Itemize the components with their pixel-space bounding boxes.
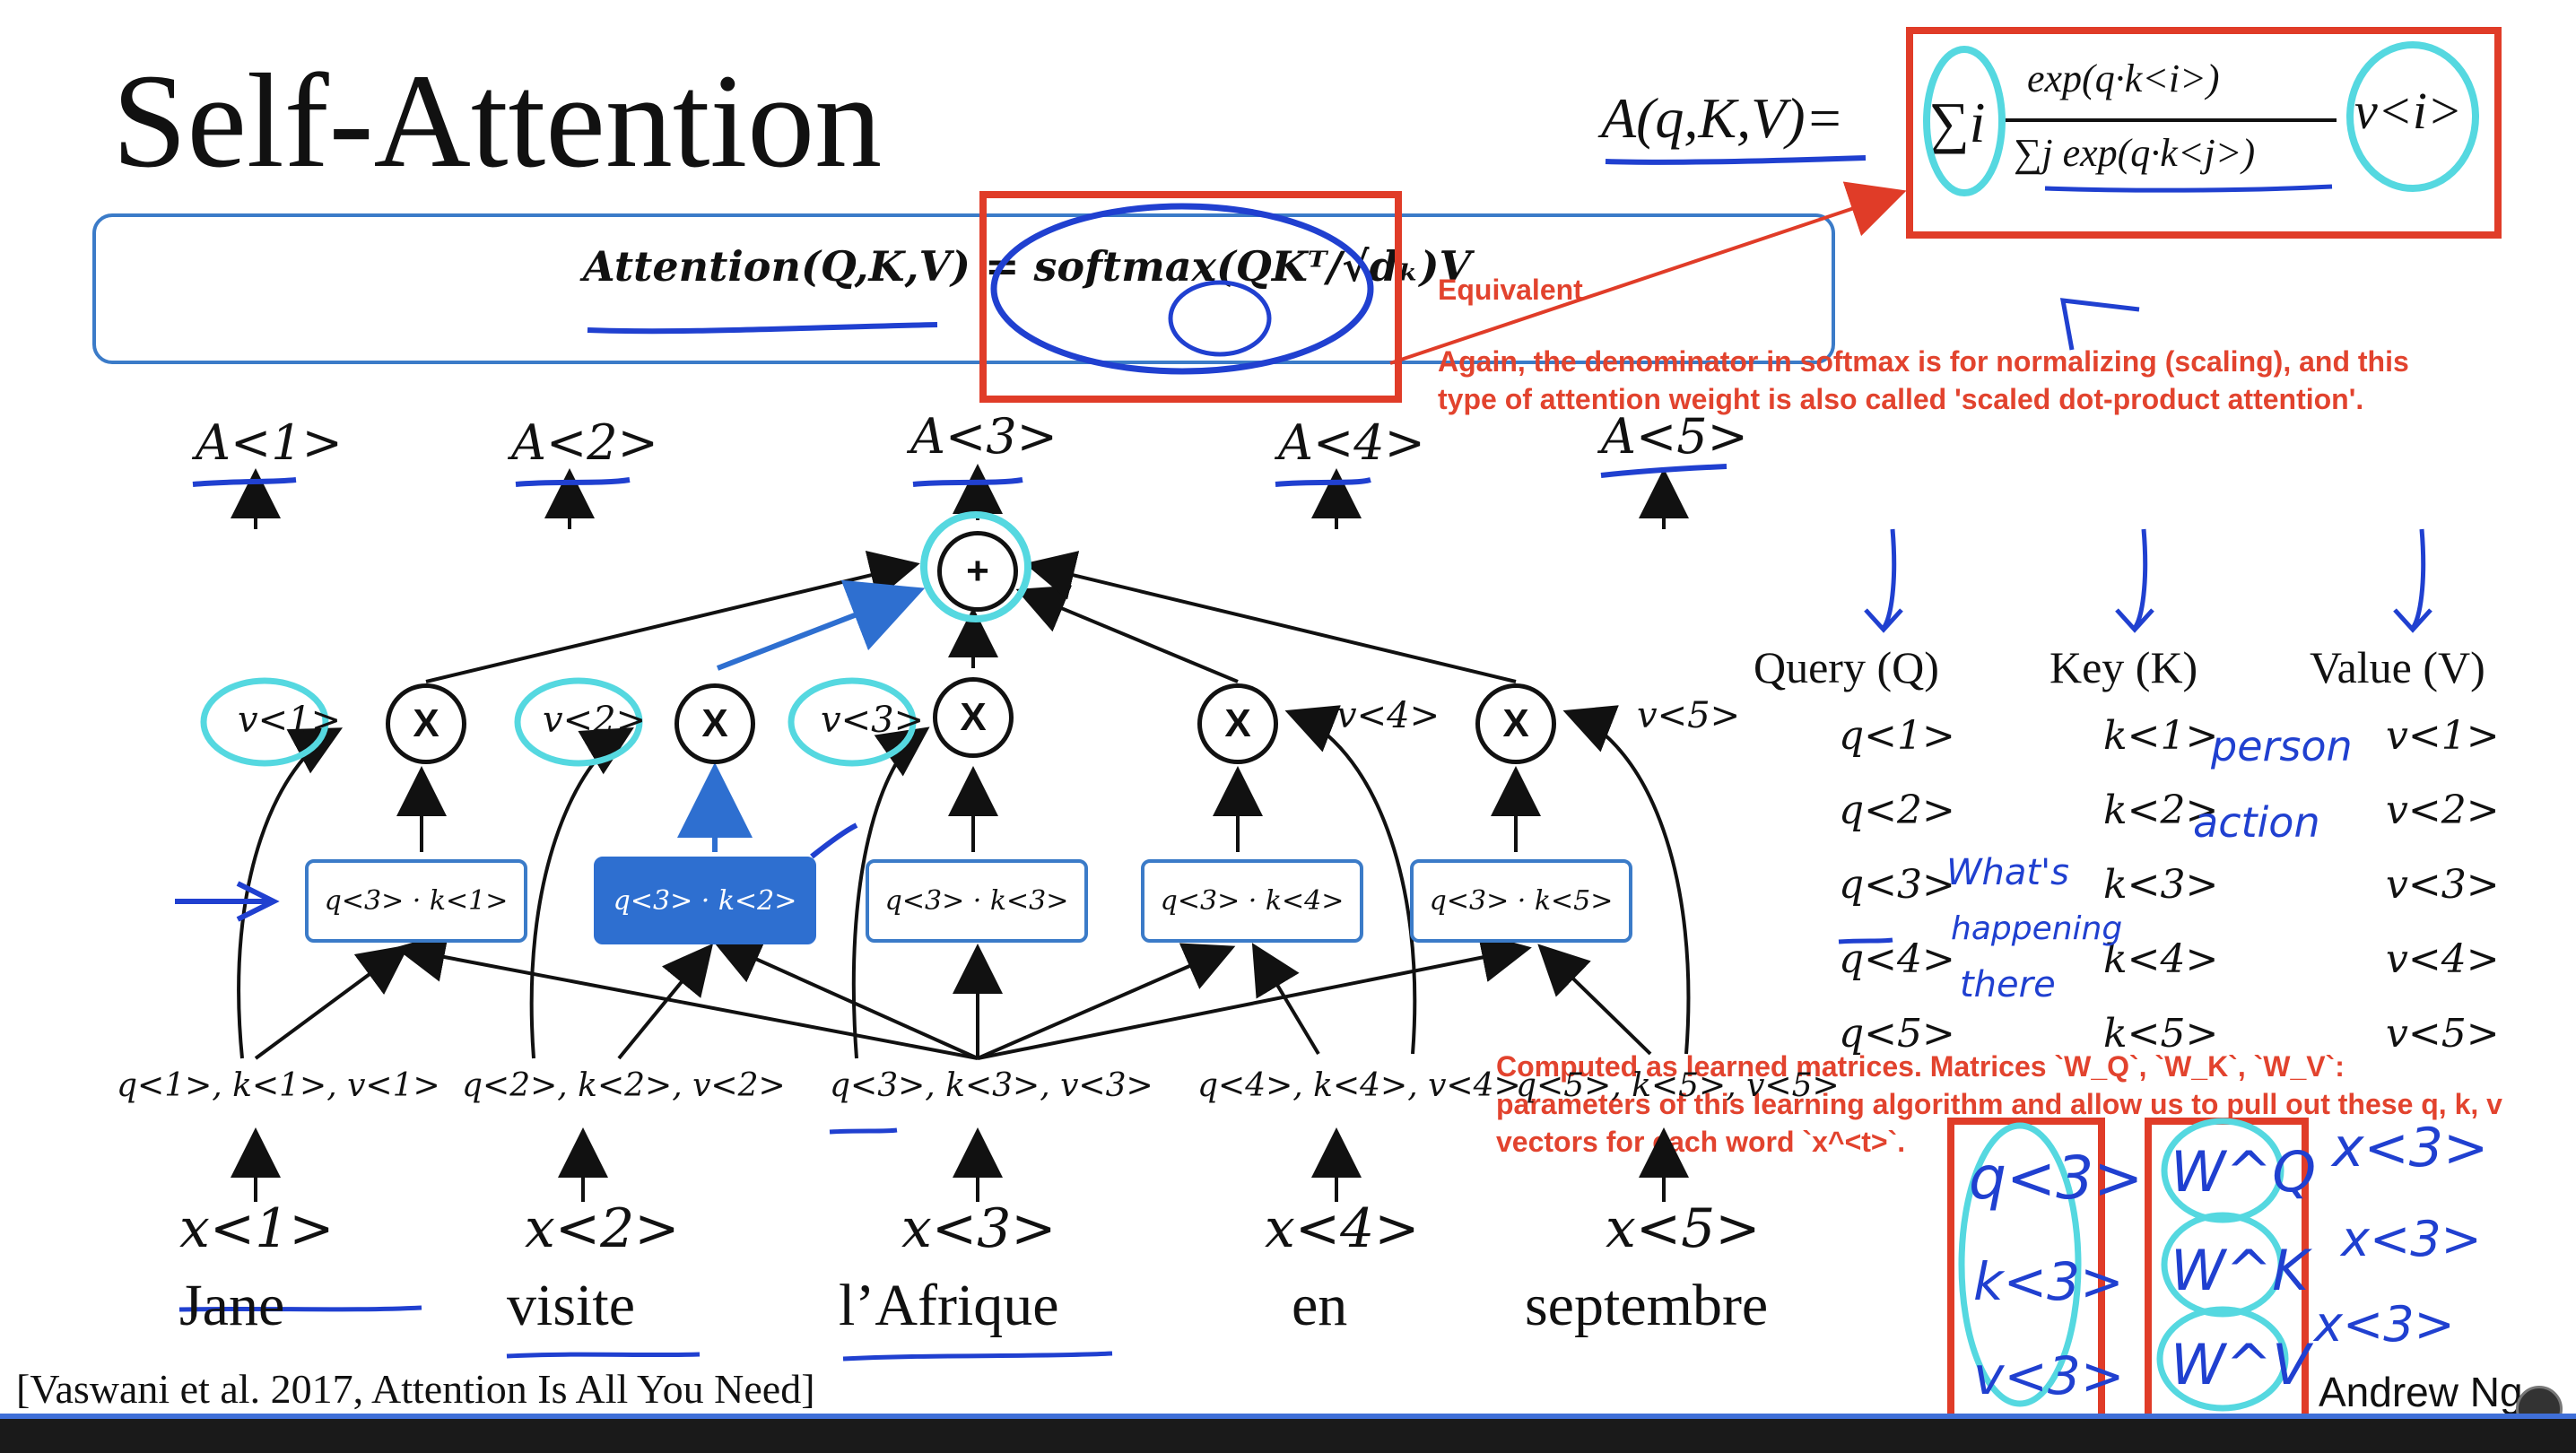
qkv-label: q<4>, k<4>, v<4> [1197,1067,1521,1104]
table-header: Value (V) [2310,642,2485,692]
multiply-node: X [674,683,755,764]
annotation-note2-line3: vectors for each word `x^<t>`. [1496,1126,1906,1158]
qkv-label: q<3>, k<3>, v<3> [830,1067,1153,1104]
key-cell: k<5> [2103,1011,2219,1057]
value-cell: v<4> [2386,936,2500,982]
query-cell: q<3> [1839,862,1955,908]
handwritten-wk: W^K [2171,1238,2309,1303]
handwritten-q3: q<3> [1969,1144,2144,1213]
annotation-note1-line1: Again, the denominator in softmax is for… [1438,345,2409,378]
sum-formula-v: v<i> [2354,82,2463,140]
multiply-icon: X [413,701,439,745]
sum-formula-numerator: exp(q·k<i>) [2027,57,2220,100]
handwritten-there: there [1960,964,2056,1005]
multiply-node: X [1197,683,1278,764]
handwritten-happening: happening [1951,910,2123,947]
word-label: en [1292,1273,1348,1338]
value-label: v<3> [821,700,925,741]
table-header: Key (K) [2049,642,2198,692]
key-cell: k<3> [2103,862,2219,908]
qkv-label: q<2>, k<2>, v<2> [462,1067,786,1104]
handwritten-action: action [2193,798,2320,847]
query-cell: q<2> [1839,787,1955,833]
multiply-icon: X [701,701,728,745]
dot-product-box: q<3> · k<5> [1410,859,1632,943]
output-label: A<4> [1278,414,1425,471]
word-label: septembre [1525,1273,1769,1338]
word-label: l’Afrique [839,1273,1059,1338]
qkv-label: q<1>, k<1>, v<1> [117,1067,440,1104]
softmax-highlight-box [979,191,1402,403]
author-label: Andrew Ng [2319,1369,2523,1415]
progress-bar[interactable] [0,1414,2576,1419]
handwritten-wq: W^Q [2171,1139,2317,1205]
key-cell: k<2> [2103,787,2219,833]
word-label: visite [507,1273,635,1338]
key-cell: k<1> [2103,713,2219,759]
annotation-equivalent: Equivalent [1438,274,1583,306]
value-label: v<5> [1637,695,1741,736]
value-label: v<4> [1336,695,1440,736]
sum-node: + [937,531,1018,612]
output-label: A<2> [511,414,658,471]
word-label: Jane [179,1273,285,1338]
multiply-icon: X [1224,701,1251,745]
annotation-note2-line1: Computed as learned matrices. Matrices `… [1496,1050,2345,1083]
value-cell: v<1> [2386,713,2500,759]
handwritten-x3: x<3> [2332,1117,2489,1179]
input-label: x<3> [901,1197,1057,1260]
annotation-note1-line2: type of attention weight is also called … [1438,383,2364,415]
sum-formula-denominator: ∑j exp(q·k<j>) [2014,131,2256,175]
input-label: x<4> [1265,1197,1420,1260]
handwritten-x3: x<3> [2314,1296,2455,1353]
plus-icon: + [966,549,989,593]
value-label: v<2> [543,700,647,741]
query-cell: q<4> [1839,936,1955,982]
multiply-node: X [1475,683,1556,764]
multiply-node: X [386,683,466,764]
dot-product-box: q<3> · k<4> [1141,859,1363,943]
qkv-label: q<5>, k<5>, v<5> [1516,1067,1840,1104]
handwritten-v3: v<3> [1973,1345,2125,1406]
input-label: x<1> [179,1197,335,1260]
dot-product-box: q<3> · k<1> [305,859,527,943]
value-cell: v<2> [2386,787,2500,833]
key-cell: k<4> [2103,936,2219,982]
value-cell: v<3> [2386,862,2500,908]
output-label: A<1> [196,414,343,471]
query-cell: q<1> [1839,713,1955,759]
fraction-bar [2005,118,2337,122]
slide-title: Self-Attention [112,47,883,196]
handwritten-wv: W^V [2171,1332,2311,1397]
sum-formula-sum: ∑i [1928,91,1986,154]
dot-product-box-active: q<3> · k<2> [594,857,816,944]
table-header: Query (Q) [1754,642,1939,692]
sum-formula-highlight-box [1906,27,2502,239]
value-cell: v<5> [2386,1011,2500,1057]
annotation-note2-line2: parameters of this learning algorithm an… [1496,1088,2502,1120]
video-control-bar [0,1419,2576,1453]
output-label: A<5> [1601,408,1748,465]
handwritten-person: person [2211,722,2353,770]
handwritten-x3: x<3> [2341,1211,2482,1267]
attention-formula-box [92,213,1835,364]
multiply-node: X [933,677,1014,758]
value-label: v<1> [238,700,342,741]
input-label: x<5> [1606,1197,1761,1260]
sum-formula-lhs: A(q,K,V)= [1601,86,1844,150]
dot-product-box: q<3> · k<3> [866,859,1088,943]
handwritten-whats: What's [1946,852,2069,893]
multiply-icon: X [960,695,987,739]
output-label: A<3> [910,408,1057,465]
query-cell: q<5> [1839,1011,1955,1057]
input-label: x<2> [525,1197,680,1260]
multiply-icon: X [1502,701,1529,745]
citation: [Vaswani et al. 2017, Attention Is All Y… [16,1366,815,1412]
handwritten-k3: k<3> [1973,1251,2124,1312]
attention-formula: Attention(Q,K,V) = softmax(QKᵀ/√dₖ)V [583,242,1472,291]
